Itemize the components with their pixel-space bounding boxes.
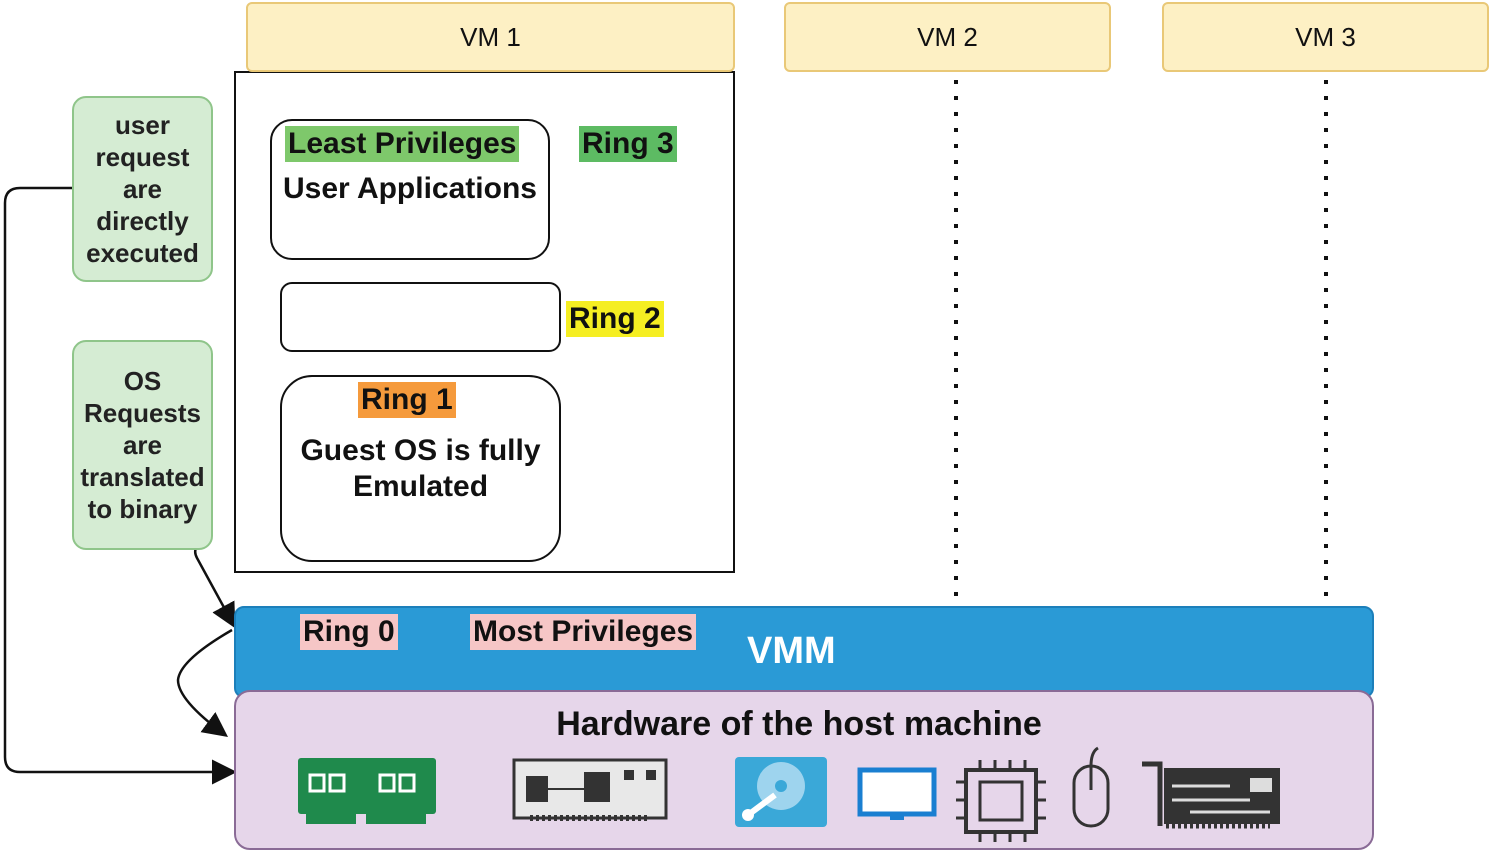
user-request-arrow — [3, 186, 237, 785]
vm2-header: VM 2 — [784, 2, 1111, 72]
ring2-box — [280, 282, 561, 352]
os-request-text: OS Requests are translated to binary — [80, 366, 205, 524]
vm1-header: VM 1 — [246, 2, 735, 72]
monitor-icon — [857, 767, 937, 820]
vm2-label: VM 2 — [917, 21, 978, 52]
ring3-label: Ring 3 — [579, 126, 677, 162]
ring2-label: Ring 2 — [566, 301, 664, 337]
vmm-title: VMM — [747, 630, 836, 672]
os-request-note: OS Requests are translated to binary — [72, 340, 213, 550]
ring1-label: Ring 1 — [358, 382, 456, 418]
hard-drive-icon — [735, 757, 827, 827]
vm3-header: VM 3 — [1162, 2, 1489, 72]
most-privileges-label: Most Privileges — [470, 614, 697, 650]
hardware-title: Hardware of the host machine — [556, 705, 1042, 743]
mouse-icon — [1072, 746, 1110, 828]
vm1-label: VM 1 — [460, 21, 521, 52]
user-applications-text: User Applications — [283, 172, 537, 205]
user-request-note: user request are directly executed — [72, 96, 213, 282]
ring0-label: Ring 0 — [300, 614, 398, 650]
guest-os-text: Guest OS is fully Emulated — [300, 434, 541, 503]
vm1-container — [234, 71, 735, 573]
user-request-text: user request are directly executed — [86, 110, 199, 268]
network-card-icon — [1142, 761, 1280, 829]
cpu-icon — [956, 760, 1046, 842]
ram-icon — [298, 758, 436, 824]
circuit-board-icon — [512, 758, 668, 821]
vmm-bar — [234, 606, 1374, 698]
least-privileges-tag: Least Privileges — [285, 126, 520, 162]
vm3-label: VM 3 — [1295, 21, 1356, 52]
vmm-to-hardware-arrow — [176, 628, 233, 737]
